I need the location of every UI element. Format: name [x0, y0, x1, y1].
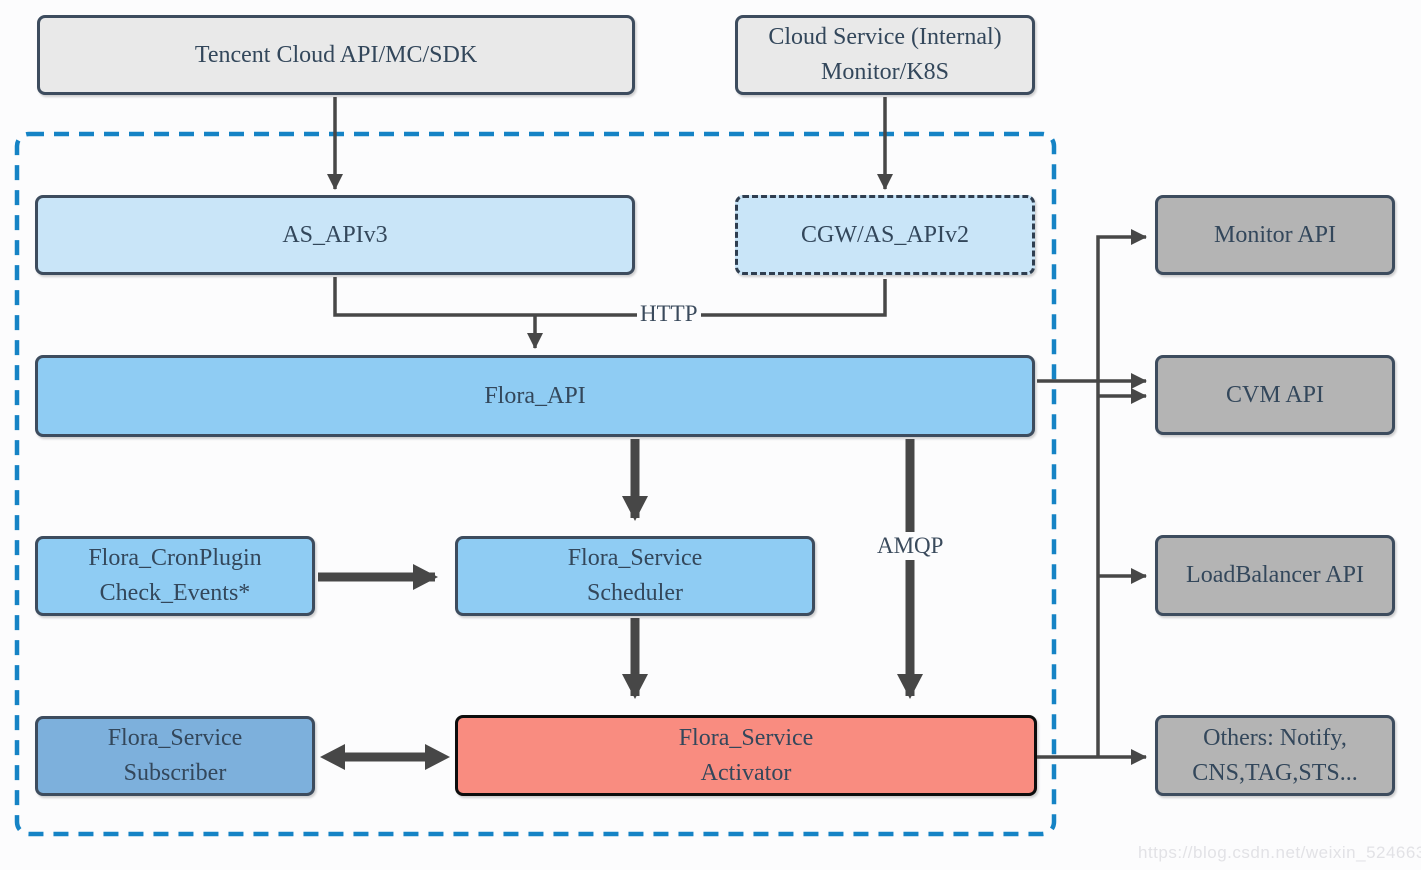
node-label-line2: Subscriber	[123, 760, 227, 786]
node-loadbalancer-api: LoadBalancer API	[1155, 535, 1395, 616]
node-cvm-api: CVM API	[1155, 355, 1395, 435]
node-as-apiv3: AS_APIv3	[35, 195, 635, 275]
node-monitor-api: Monitor API	[1155, 195, 1395, 275]
node-label-line1: Flora_Service	[107, 725, 243, 752]
node-label-line1: Cloud Service (Internal)	[768, 24, 1002, 51]
connector-http	[333, 277, 887, 317]
node-label-line1: Others: Notify,	[1203, 724, 1347, 751]
arrow-subscriber-activator-bidirectional	[320, 744, 450, 770]
node-label: AS_APIv3	[282, 221, 388, 248]
node-flora-service-scheduler: Flora_Service Scheduler	[455, 536, 815, 616]
watermark-url: https://blog.csdn.net/weixin_52466383	[1138, 843, 1421, 862]
node-cgw-as-apiv2: CGW/AS_APIv2	[735, 195, 1035, 275]
node-flora-service-subscriber: Flora_Service Subscriber	[35, 716, 315, 796]
node-label-line1: Flora_Service	[678, 724, 814, 751]
node-label-line2: Check_Events*	[99, 580, 251, 606]
node-label: CVM API	[1225, 381, 1325, 408]
node-label: Flora_API	[484, 382, 586, 409]
node-flora-cronplugin: Flora_CronPlugin Check_Events*	[35, 536, 315, 616]
node-label: CGW/AS_APIv2	[800, 221, 969, 248]
node-tencent-cloud-api: Tencent Cloud API/MC/SDK	[37, 15, 635, 95]
node-cloud-service-internal: Cloud Service (Internal) Monitor/K8S	[735, 15, 1035, 95]
node-label: LoadBalancer API	[1186, 562, 1364, 589]
node-label-line1: Flora_Service	[567, 545, 703, 572]
node-flora-api: Flora_API	[35, 355, 1035, 437]
node-label-line2: Scheduler	[587, 580, 683, 606]
node-label-line2: Monitor/K8S	[820, 59, 949, 85]
node-label-line1: Flora_CronPlugin	[88, 545, 262, 572]
edge-label-http: HTTP	[637, 300, 701, 328]
flora-system-boundary	[14, 131, 1057, 837]
node-label-line2: Activator	[700, 759, 792, 786]
node-others-api: Others: Notify, CNS,TAG,STS...	[1155, 715, 1395, 796]
node-label: Monitor API	[1213, 221, 1336, 248]
trunk-and-arrow-to-monitor	[1096, 229, 1147, 757]
node-label-line2: CNS,TAG,STS...	[1192, 759, 1358, 786]
node-flora-service-activator: Flora_Service Activator	[455, 715, 1037, 796]
node-label: Tencent Cloud API/MC/SDK	[194, 41, 478, 68]
edge-label-amqp: AMQP	[874, 532, 947, 560]
